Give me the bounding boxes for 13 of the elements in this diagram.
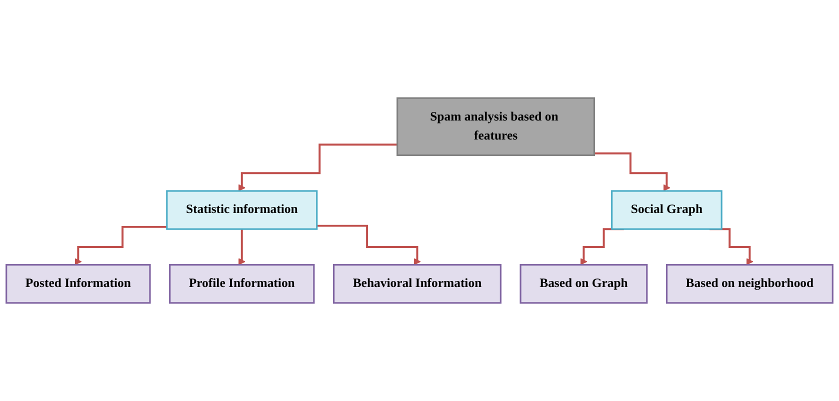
node-box: Social Graph	[611, 190, 722, 230]
arrow	[74, 226, 167, 266]
arrow	[238, 144, 398, 192]
node-box: Posted Information	[6, 264, 151, 304]
node-box: Based on Graph	[520, 264, 648, 304]
node-box: Behavioral Information	[332, 264, 502, 304]
node-box: Statistic information	[166, 190, 318, 230]
node-box: Spam analysis based on features	[396, 97, 596, 156]
arrow	[316, 224, 421, 266]
arrow	[238, 228, 246, 266]
node-box: Profile Information	[169, 264, 315, 304]
node-box: Based on neighborhood	[666, 264, 834, 304]
arrow	[594, 152, 670, 192]
